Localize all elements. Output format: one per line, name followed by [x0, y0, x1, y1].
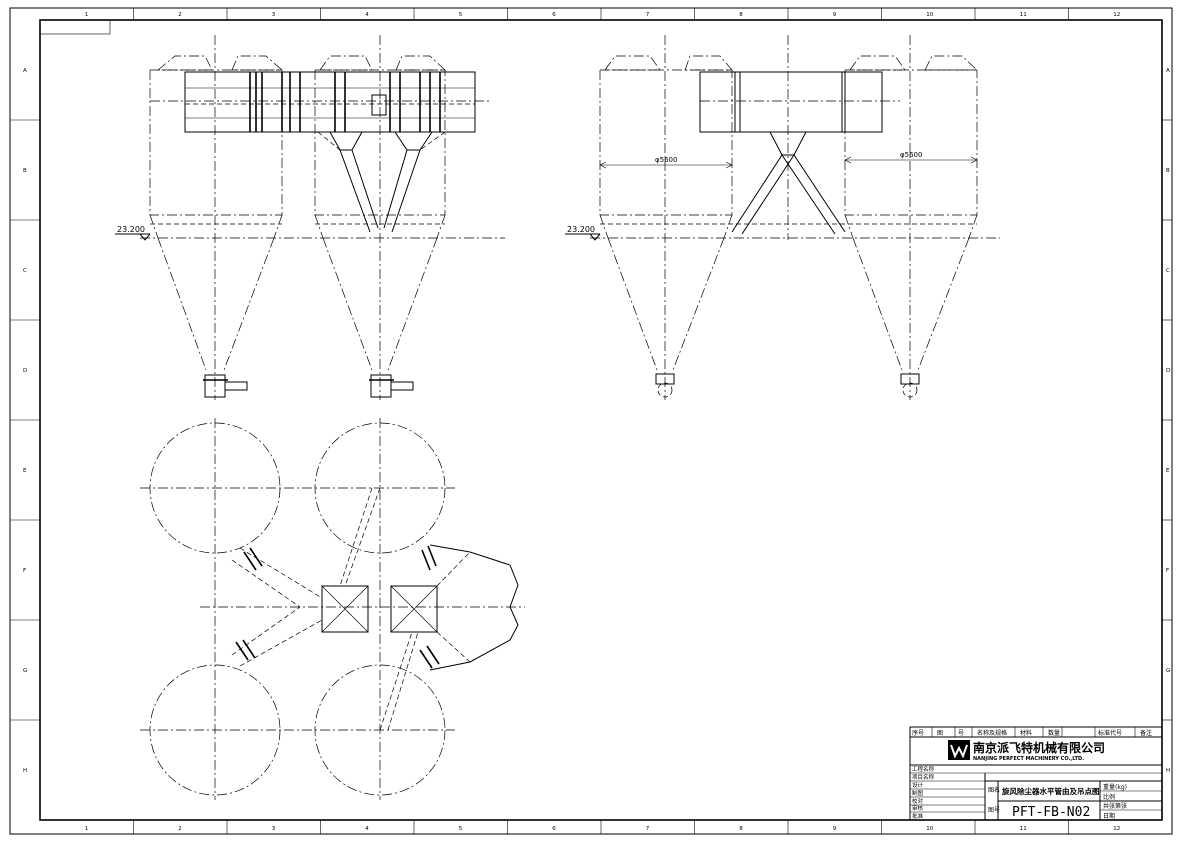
column-zone-label: 2: [178, 12, 182, 18]
column-zone-label: 12: [1113, 12, 1120, 18]
header-name-spec: 名称及规格: [977, 729, 1007, 737]
role-drafting: 制图: [912, 789, 924, 797]
drawing-number: PFT-FB-N02: [1012, 805, 1090, 820]
column-zone-label: 7: [646, 826, 650, 832]
header-seq: 序号: [912, 729, 924, 737]
column-zone-label: 2: [178, 826, 182, 832]
row-zone-label: H: [1166, 768, 1170, 774]
front-view-right: φ5600 φ5600 23.200: [565, 35, 1000, 400]
header-remark: 备注: [1140, 729, 1152, 737]
dimension-left: φ5600: [655, 156, 677, 164]
column-zone-label: 1: [85, 12, 89, 18]
row-zone-label: G: [23, 668, 27, 674]
inner-frame: [39, 19, 1163, 821]
sheet-label: 共张第张: [1103, 802, 1127, 810]
header-drawing: 图: [937, 730, 943, 737]
header-qty: 数量: [1048, 729, 1060, 737]
title-block: 序号 图 号 名称及规格 材料 数量 标准代号 备注 南京派飞特机械有限公司 N…: [909, 726, 1163, 821]
company-name-cn: 南京派飞特机械有限公司: [973, 740, 1105, 755]
weight-label: 重量(kg): [1103, 783, 1127, 791]
role-design: 设计: [912, 781, 924, 789]
row-zone-label: F: [23, 568, 26, 574]
date-label: 日期: [1103, 812, 1115, 820]
company-logo: [948, 740, 970, 760]
front-view-left: 23.200: [115, 35, 505, 400]
scale-label: 比例: [1103, 793, 1115, 801]
column-zone-label: 4: [365, 826, 369, 832]
header-material: 材料: [1020, 729, 1032, 737]
column-zone-label: 1: [85, 826, 89, 832]
header-no: 号: [958, 730, 964, 737]
plan-view: [140, 418, 525, 800]
column-zone-label: 5: [459, 826, 463, 832]
column-zone-label: 6: [552, 826, 556, 832]
elevation-label-right: 23.200: [567, 225, 595, 234]
elevation-label-left: 23.200: [117, 225, 145, 234]
drawing-title-label: 图名: [988, 786, 1000, 794]
role-approve: 批准: [912, 812, 924, 820]
corner-box: [39, 19, 111, 35]
company-name-en: NANJING PERFECT MACHINERY CO.,LTD.: [973, 756, 1084, 762]
drawing-no-label: 图号: [988, 807, 1000, 814]
row-zone-label: E: [23, 468, 27, 474]
column-zone-label: 12: [1113, 826, 1120, 832]
row-zone-label: F: [1166, 568, 1169, 574]
column-zone-label: 9: [833, 826, 837, 832]
column-zone-label: 5: [459, 12, 463, 18]
column-zone-label: 9: [833, 12, 837, 18]
project-label-2: 项目名称: [912, 773, 935, 781]
header-std-code: 标准代号: [1098, 729, 1122, 737]
row-zone-label: C: [1166, 268, 1170, 274]
column-zone-label: 8: [739, 12, 743, 18]
column-zone-label: 11: [1020, 826, 1027, 832]
dimension-right: φ5600: [900, 151, 922, 159]
project-label-1: 工程名称: [912, 765, 935, 773]
column-zone-label: 8: [739, 826, 743, 832]
row-zone-label: C: [23, 268, 27, 274]
row-zone-label: B: [23, 168, 27, 174]
role-review: 审核: [912, 804, 924, 812]
row-zone-label: A: [23, 68, 27, 74]
column-zone-label: 10: [926, 826, 933, 832]
outer-border: [9, 7, 1173, 835]
column-zone-label: 4: [365, 12, 369, 18]
column-zone-label: 11: [1020, 12, 1027, 18]
column-zone-label: 3: [272, 12, 276, 18]
column-zone-label: 3: [272, 826, 276, 832]
row-zone-label: E: [1166, 468, 1170, 474]
row-zone-label: B: [1166, 168, 1170, 174]
row-zone-label: D: [1166, 368, 1170, 374]
column-zone-label: 7: [646, 12, 650, 18]
row-zone-label: D: [23, 368, 27, 374]
column-zone-label: 10: [926, 12, 933, 18]
row-zone-label: H: [23, 768, 27, 774]
column-zone-label: 6: [552, 12, 556, 18]
role-check: 校对: [912, 797, 924, 805]
row-zone-label: G: [1166, 668, 1170, 674]
row-zone-label: A: [1166, 68, 1170, 74]
drawing-title: 旋风除尘器水平管由及吊点图: [1001, 786, 1100, 796]
